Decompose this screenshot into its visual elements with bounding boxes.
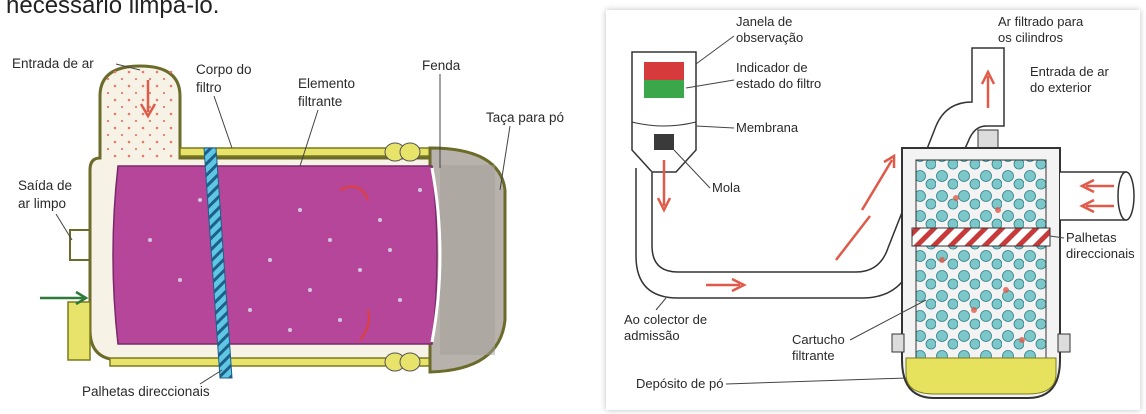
- label-intake-manifold-2: admissão: [624, 328, 680, 343]
- label-filter-body-2: filtro: [196, 80, 222, 95]
- label-filter-cartridge-1: Cartucho: [792, 332, 845, 347]
- label-guide-vanes-left: Palhetas direccionais: [82, 384, 210, 399]
- label-outside-air-1: Entrada de ar: [1030, 64, 1109, 79]
- indicator-green: [644, 80, 684, 98]
- label-filter-element-1: Elemento: [298, 76, 355, 91]
- dust-deposit: [905, 357, 1057, 395]
- label-filter-indicator-2: estado do filtro: [736, 76, 821, 91]
- label-filter-cartridge-2: filtrante: [792, 348, 835, 363]
- label-filtered-air-2: os cilindros: [998, 30, 1064, 45]
- label-dust-deposit: Depósito de pó: [636, 376, 723, 391]
- filter-cartridge: [915, 159, 1047, 375]
- label-slot: Fenda: [422, 58, 461, 73]
- label-membrane: Membrana: [736, 120, 799, 135]
- bottom-nut: [384, 352, 421, 372]
- guide-vanes-left: [203, 147, 233, 379]
- label-filter-element-2: filtrante: [298, 94, 342, 109]
- intro-text: necessário limpá-lo.: [6, 0, 220, 19]
- label-intake-manifold-1: Ao colector de: [624, 312, 707, 327]
- cartridge-air-filter-diagram: Janela de observação Indicador de estado…: [606, 10, 1140, 410]
- clean-air-outlet: [69, 229, 90, 261]
- label-air-inlet: Entrada de ar: [12, 56, 94, 71]
- label-guide-vanes-right-1: Palhetas: [1066, 230, 1117, 245]
- label-clean-air-outlet-1: Saída de: [18, 178, 72, 193]
- slot: [430, 167, 442, 343]
- label-observation-window-1: Janela de: [736, 14, 792, 29]
- label-spring: Mola: [712, 180, 741, 195]
- guide-vanes-right: [911, 227, 1051, 247]
- spring: [654, 134, 674, 150]
- indicator-red: [644, 62, 684, 80]
- label-filtered-air-1: Ar filtrado para: [998, 14, 1084, 29]
- label-observation-window-2: observação: [736, 30, 803, 45]
- label-clean-air-outlet-2: ar limpo: [18, 196, 66, 211]
- top-nut: [384, 142, 421, 162]
- label-filter-body-1: Corpo do: [196, 62, 252, 77]
- cyclone-air-filter-diagram: Entrada de ar Corpo do filtro Elemento f…: [12, 56, 564, 399]
- label-dust-cup: Taça para pó: [486, 110, 564, 125]
- label-guide-vanes-right-2: direccionais: [1066, 246, 1135, 261]
- label-outside-air-2: do exterior: [1030, 80, 1092, 95]
- filter-element: [112, 165, 438, 345]
- label-filter-indicator-1: Indicador de: [736, 60, 808, 75]
